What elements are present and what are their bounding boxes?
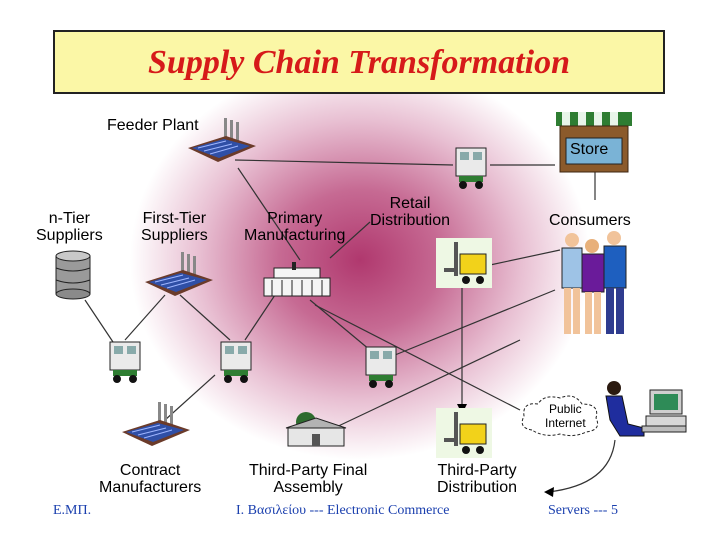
retail-line2: Distribution (370, 212, 451, 229)
first-tier-line1: First-Tier (142, 210, 207, 227)
page-title: Supply Chain Transformation (148, 44, 570, 81)
link-assembly-internet (329, 339, 521, 431)
footer-left: Ε.ΜΠ. (53, 503, 92, 518)
link-truck-firsttier (124, 294, 166, 341)
assembly-building-icon (285, 412, 347, 447)
footer-center: Ι. Βασιλείου --- Electronic Commerce (236, 503, 450, 518)
contract-line1: Contract (119, 462, 181, 479)
primary-manufacturing-label: Primary Manufacturing (244, 210, 345, 244)
distribution-line2: Distribution (437, 479, 518, 496)
truck-icon (109, 341, 141, 383)
truck-icon (220, 341, 252, 383)
third-party-assembly-label: Third-Party Final Assembly (249, 462, 367, 496)
first-tier-factory-icon (145, 252, 213, 296)
retail-line1: Retail (389, 195, 431, 212)
public-internet-label: Public Internet (545, 402, 586, 430)
feeder-plant-label: Feeder Plant (107, 117, 199, 134)
first-tier-line2: Suppliers (141, 227, 208, 244)
primary-line1: Primary (267, 210, 323, 227)
consumers-people-icon (561, 231, 627, 334)
manufacturing-plant-icon (263, 262, 331, 297)
third-party-distribution-label: Third-Party Distribution (437, 462, 517, 496)
truck-icon (365, 346, 397, 388)
computer-user-icon (605, 381, 687, 437)
footer-right: Servers --- 5 (548, 503, 618, 518)
link-primary-truck (309, 299, 371, 351)
arrow-servers (544, 487, 554, 497)
n-tier-label: n-Tier Suppliers (36, 210, 103, 244)
assembly-line1: Third-Party Final (249, 462, 368, 479)
n-tier-line1: n-Tier (48, 210, 90, 227)
assembly-line2: Assembly (273, 479, 343, 496)
link-feeder-truck (234, 159, 454, 166)
primary-line2: Manufacturing (244, 227, 346, 244)
first-tier-label: First-Tier Suppliers (141, 210, 208, 244)
contract-factory-icon (122, 402, 190, 446)
contract-manufacturers-label: Contract Manufacturers (99, 462, 201, 496)
link-truck-primary (244, 294, 276, 341)
internet-line1: Public (549, 402, 582, 416)
store-label: Store (568, 141, 611, 158)
link-primary-retail (329, 221, 371, 259)
n-tier-line2: Suppliers (36, 227, 103, 244)
contract-line2: Manufacturers (99, 479, 202, 496)
database-icon (55, 250, 91, 300)
feeder-plant-factory-icon (188, 118, 256, 162)
retail-distribution-label: Retail Distribution (370, 195, 450, 229)
cloud-icon (521, 395, 599, 437)
internet-line2: Internet (545, 416, 586, 430)
consumers-label: Consumers (549, 212, 631, 229)
link-firsttier-truck (179, 294, 231, 341)
link-contract-truck (164, 374, 216, 421)
forklift-icon (436, 238, 492, 288)
title-banner: Supply Chain Transformation (53, 30, 665, 94)
link-retail-consumers (489, 249, 561, 266)
link-feeder-primary (237, 167, 301, 261)
link-computer-servers (547, 439, 616, 493)
link-truck-consumers (394, 289, 556, 356)
link-ntier-truck (84, 299, 116, 346)
link-primary-internet (314, 304, 521, 411)
truck-icon (455, 147, 487, 189)
distribution-line1: Third-Party (437, 462, 517, 479)
forklift-icon (436, 408, 492, 458)
